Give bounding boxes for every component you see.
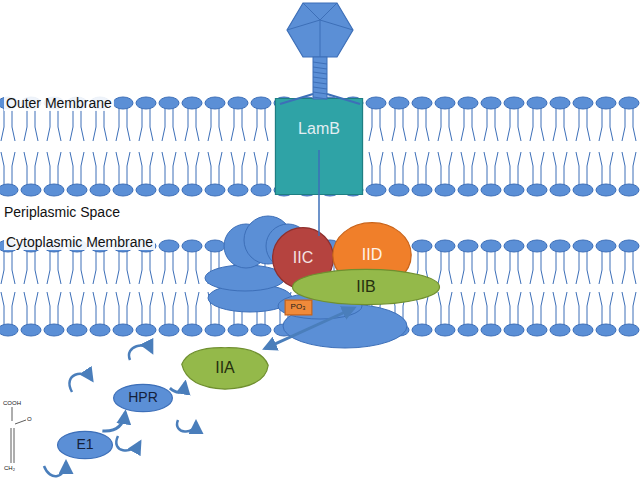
chemical-group: CH₂	[4, 465, 15, 472]
chemical-group: COOH	[3, 400, 21, 407]
cycle-arrows	[44, 346, 196, 477]
node-label: IIC	[293, 249, 313, 267]
membrane-label: Outer Membrane	[4, 96, 114, 111]
node-label: IID	[362, 246, 382, 264]
iia-subunit: IIA	[180, 345, 270, 391]
hpr-protein: HPR	[113, 384, 173, 412]
node-label: IIA	[215, 359, 235, 377]
node-label: E1	[76, 437, 93, 452]
pep-molecule	[11, 407, 26, 463]
transfer-arrow	[170, 383, 185, 393]
node-label: LamB	[298, 120, 340, 138]
phage	[280, 3, 360, 236]
chemical-group: O	[27, 416, 32, 423]
lipid-bilayers	[0, 97, 639, 336]
node-label: HPR	[128, 390, 158, 405]
e1-enzyme: E1	[57, 431, 113, 459]
membrane-label: Cytoplasmic Membrane	[4, 235, 155, 250]
phosphate-tag: PO₃	[285, 300, 312, 315]
node-label: IIB	[356, 278, 376, 296]
transfer-arrow	[102, 412, 125, 431]
space-label: Periplasmic Space	[4, 205, 120, 220]
node-label: PO₃	[291, 303, 306, 312]
iib-subunit: IIB	[291, 269, 441, 305]
